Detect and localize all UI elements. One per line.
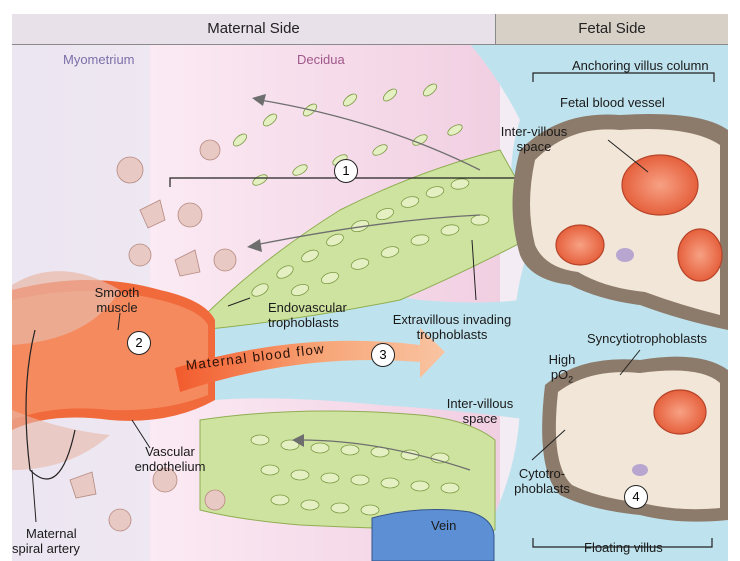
floating-villus-vessel bbox=[654, 390, 706, 434]
intervillous-mid-line1: Inter-villous bbox=[430, 396, 530, 411]
vascular-endothelium-line2: endothelium bbox=[120, 459, 220, 474]
marker-4: 4 bbox=[624, 485, 648, 509]
extravillous-line1: Extravillous invading bbox=[372, 312, 532, 327]
smooth-muscle-line1: Smooth bbox=[72, 285, 162, 300]
extravillous-line2: trophoblasts bbox=[372, 327, 532, 342]
marker-3: 3 bbox=[371, 343, 395, 367]
myometrium-label: Myometrium bbox=[63, 52, 135, 67]
fetal-blood-vessel-label: Fetal blood vessel bbox=[560, 95, 665, 110]
intervillous-space-label-mid: Inter-villous space bbox=[430, 396, 530, 426]
fetal-blood-vessel-left bbox=[556, 225, 604, 265]
anchoring-villus-column-label: Anchoring villus column bbox=[572, 58, 709, 73]
marker-2: 2 bbox=[127, 331, 151, 355]
maternal-side-header: Maternal Side bbox=[12, 14, 496, 45]
high-po2-line1: High bbox=[540, 352, 584, 367]
vascular-endothelium-line1: Vascular bbox=[120, 444, 220, 459]
vascular-endothelium-label: Vascular endothelium bbox=[120, 444, 220, 474]
fetal-side-header: Fetal Side bbox=[496, 14, 728, 45]
syncytiotrophoblasts-label: Syncytiotrophoblasts bbox=[587, 331, 707, 346]
extravillous-trophoblasts-label: Extravillous invading trophoblasts bbox=[372, 312, 532, 342]
endovascular-line1: Endovascular bbox=[268, 300, 347, 315]
cytotrophoblasts-label: Cytotro- phoblasts bbox=[502, 466, 582, 496]
intervillous-mid-line2: space bbox=[430, 411, 530, 426]
cytotrophoblasts-line2: phoblasts bbox=[502, 481, 582, 496]
high-po2-label: High pO2 bbox=[540, 352, 584, 388]
fetal-blood-vessel-main bbox=[622, 155, 698, 215]
intervillous-top-line2: space bbox=[484, 139, 584, 154]
cytotrophoblasts-line1: Cytotro- bbox=[502, 466, 582, 481]
smooth-muscle-line2: muscle bbox=[72, 300, 162, 315]
high-po2-line2: pO2 bbox=[540, 367, 584, 388]
high-po2-text: pO bbox=[551, 367, 568, 382]
vein-label: Vein bbox=[431, 518, 456, 533]
floating-villus-label: Floating villus bbox=[584, 540, 663, 555]
marker-1: 1 bbox=[334, 159, 358, 183]
endovascular-line2: trophoblasts bbox=[268, 315, 347, 330]
villus-stromal-cell bbox=[616, 248, 634, 262]
high-po2-subscript: 2 bbox=[568, 375, 573, 385]
maternal-spiral-artery-line1: Maternal bbox=[12, 526, 80, 541]
intervillous-space-label-top: Inter-villous space bbox=[484, 124, 584, 154]
floating-stromal-cell bbox=[632, 464, 648, 476]
maternal-spiral-artery-label: Maternal spiral artery bbox=[12, 526, 80, 556]
fetal-blood-vessel-right bbox=[678, 229, 722, 281]
maternal-spiral-artery-line2: spiral artery bbox=[12, 541, 80, 556]
endovascular-trophoblasts-label: Endovascular trophoblasts bbox=[268, 300, 347, 330]
decidua-label: Decidua bbox=[297, 52, 345, 67]
intervillous-top-line1: Inter-villous bbox=[484, 124, 584, 139]
smooth-muscle-label: Smooth muscle bbox=[72, 285, 162, 315]
